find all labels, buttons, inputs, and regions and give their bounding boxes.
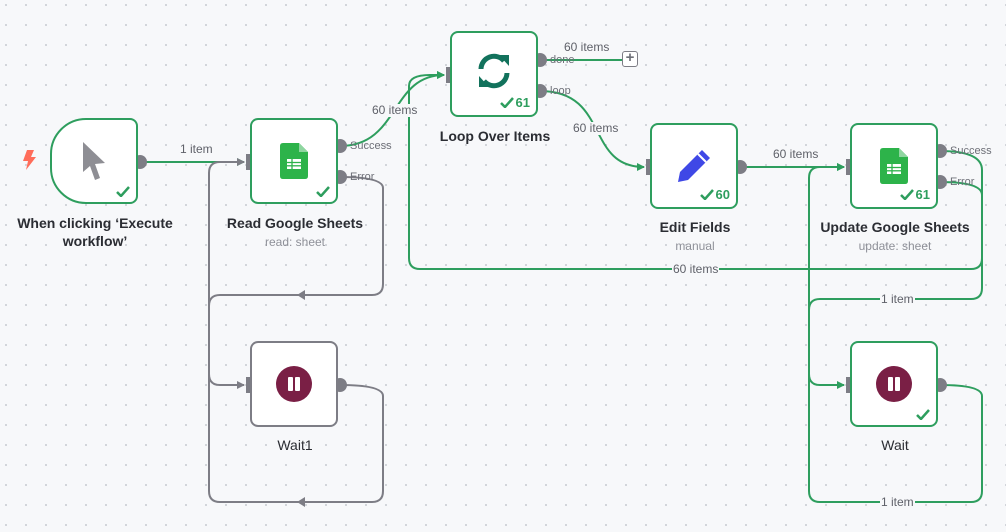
- google-sheets-icon: [880, 148, 908, 184]
- update-sheets-title: Update Google Sheets: [820, 219, 970, 235]
- node-edit-fields[interactable]: 60: [650, 123, 738, 209]
- edge-label-edit-to-update: 60 items: [772, 147, 820, 161]
- read-sheets-subtitle: read: sheet: [264, 235, 326, 249]
- edge-label-update-to-loop: 60 items: [672, 262, 720, 276]
- loop-title: Loop Over Items: [439, 128, 551, 144]
- read-sheets-title: Read Google Sheets: [226, 215, 364, 231]
- add-node-button[interactable]: +: [622, 50, 638, 67]
- edge-wait-to-update[interactable]: [808, 163, 983, 503]
- pencil-icon: [678, 150, 710, 182]
- update-input-handle[interactable]: [846, 159, 853, 175]
- wait1-title: Wait1: [277, 437, 313, 453]
- edge-label-update-error-to-wait: 1 item: [880, 292, 915, 306]
- cursor-icon: [83, 142, 105, 180]
- node-update-google-sheets[interactable]: 61: [850, 123, 938, 209]
- success-check: [916, 409, 930, 420]
- loop-input-handle[interactable]: [446, 67, 453, 83]
- pause-icon: [876, 366, 912, 402]
- edge-update-error-to-wait[interactable]: [808, 181, 983, 389]
- edge-label-loop-to-edit: 60 items: [572, 121, 620, 135]
- read-success-label: Success: [350, 140, 392, 152]
- node-wait1[interactable]: [250, 341, 338, 427]
- success-check: [316, 186, 330, 197]
- trigger-bolt-icon: [23, 150, 36, 170]
- node-manual-trigger[interactable]: [50, 118, 138, 204]
- node-read-google-sheets[interactable]: [250, 118, 338, 204]
- edge-wait1-to-read[interactable]: [208, 158, 384, 503]
- loop-loop-label: loop: [550, 85, 571, 97]
- loop-done-label: done: [550, 54, 575, 66]
- run-count-badge: 60: [699, 187, 730, 202]
- update-error-label: Error: [950, 176, 975, 188]
- wait-title: Wait: [881, 437, 909, 453]
- success-check: [116, 186, 130, 197]
- read-input-handle[interactable]: [246, 154, 253, 170]
- google-sheets-icon: [280, 143, 308, 179]
- wait1-input-handle[interactable]: [246, 377, 253, 393]
- node-wait[interactable]: [850, 341, 938, 427]
- edge-label-loop-done: 60 items: [563, 40, 611, 54]
- edit-fields-title: Edit Fields: [659, 219, 731, 235]
- edge-label-wait-to-update: 1 item: [880, 495, 915, 509]
- edge-read-error-to-wait1[interactable]: [208, 176, 384, 389]
- edge-label-read-to-loop: 60 items: [371, 103, 419, 117]
- edge-label-trigger-to-read: 1 item: [179, 142, 214, 156]
- run-count-badge: 61: [499, 95, 530, 110]
- edit-input-handle[interactable]: [646, 159, 653, 175]
- edge-update-to-loop[interactable]: [408, 71, 983, 270]
- update-sheets-subtitle: update: sheet: [858, 239, 932, 253]
- edit-fields-subtitle: manual: [675, 239, 715, 253]
- update-success-label: Success: [950, 145, 992, 157]
- run-count-badge: 61: [899, 187, 930, 202]
- wait-input-handle[interactable]: [846, 377, 853, 393]
- read-error-label: Error: [350, 171, 375, 183]
- pause-icon: [276, 366, 312, 402]
- loop-icon: [478, 53, 510, 89]
- node-loop-over-items[interactable]: 61: [450, 31, 538, 117]
